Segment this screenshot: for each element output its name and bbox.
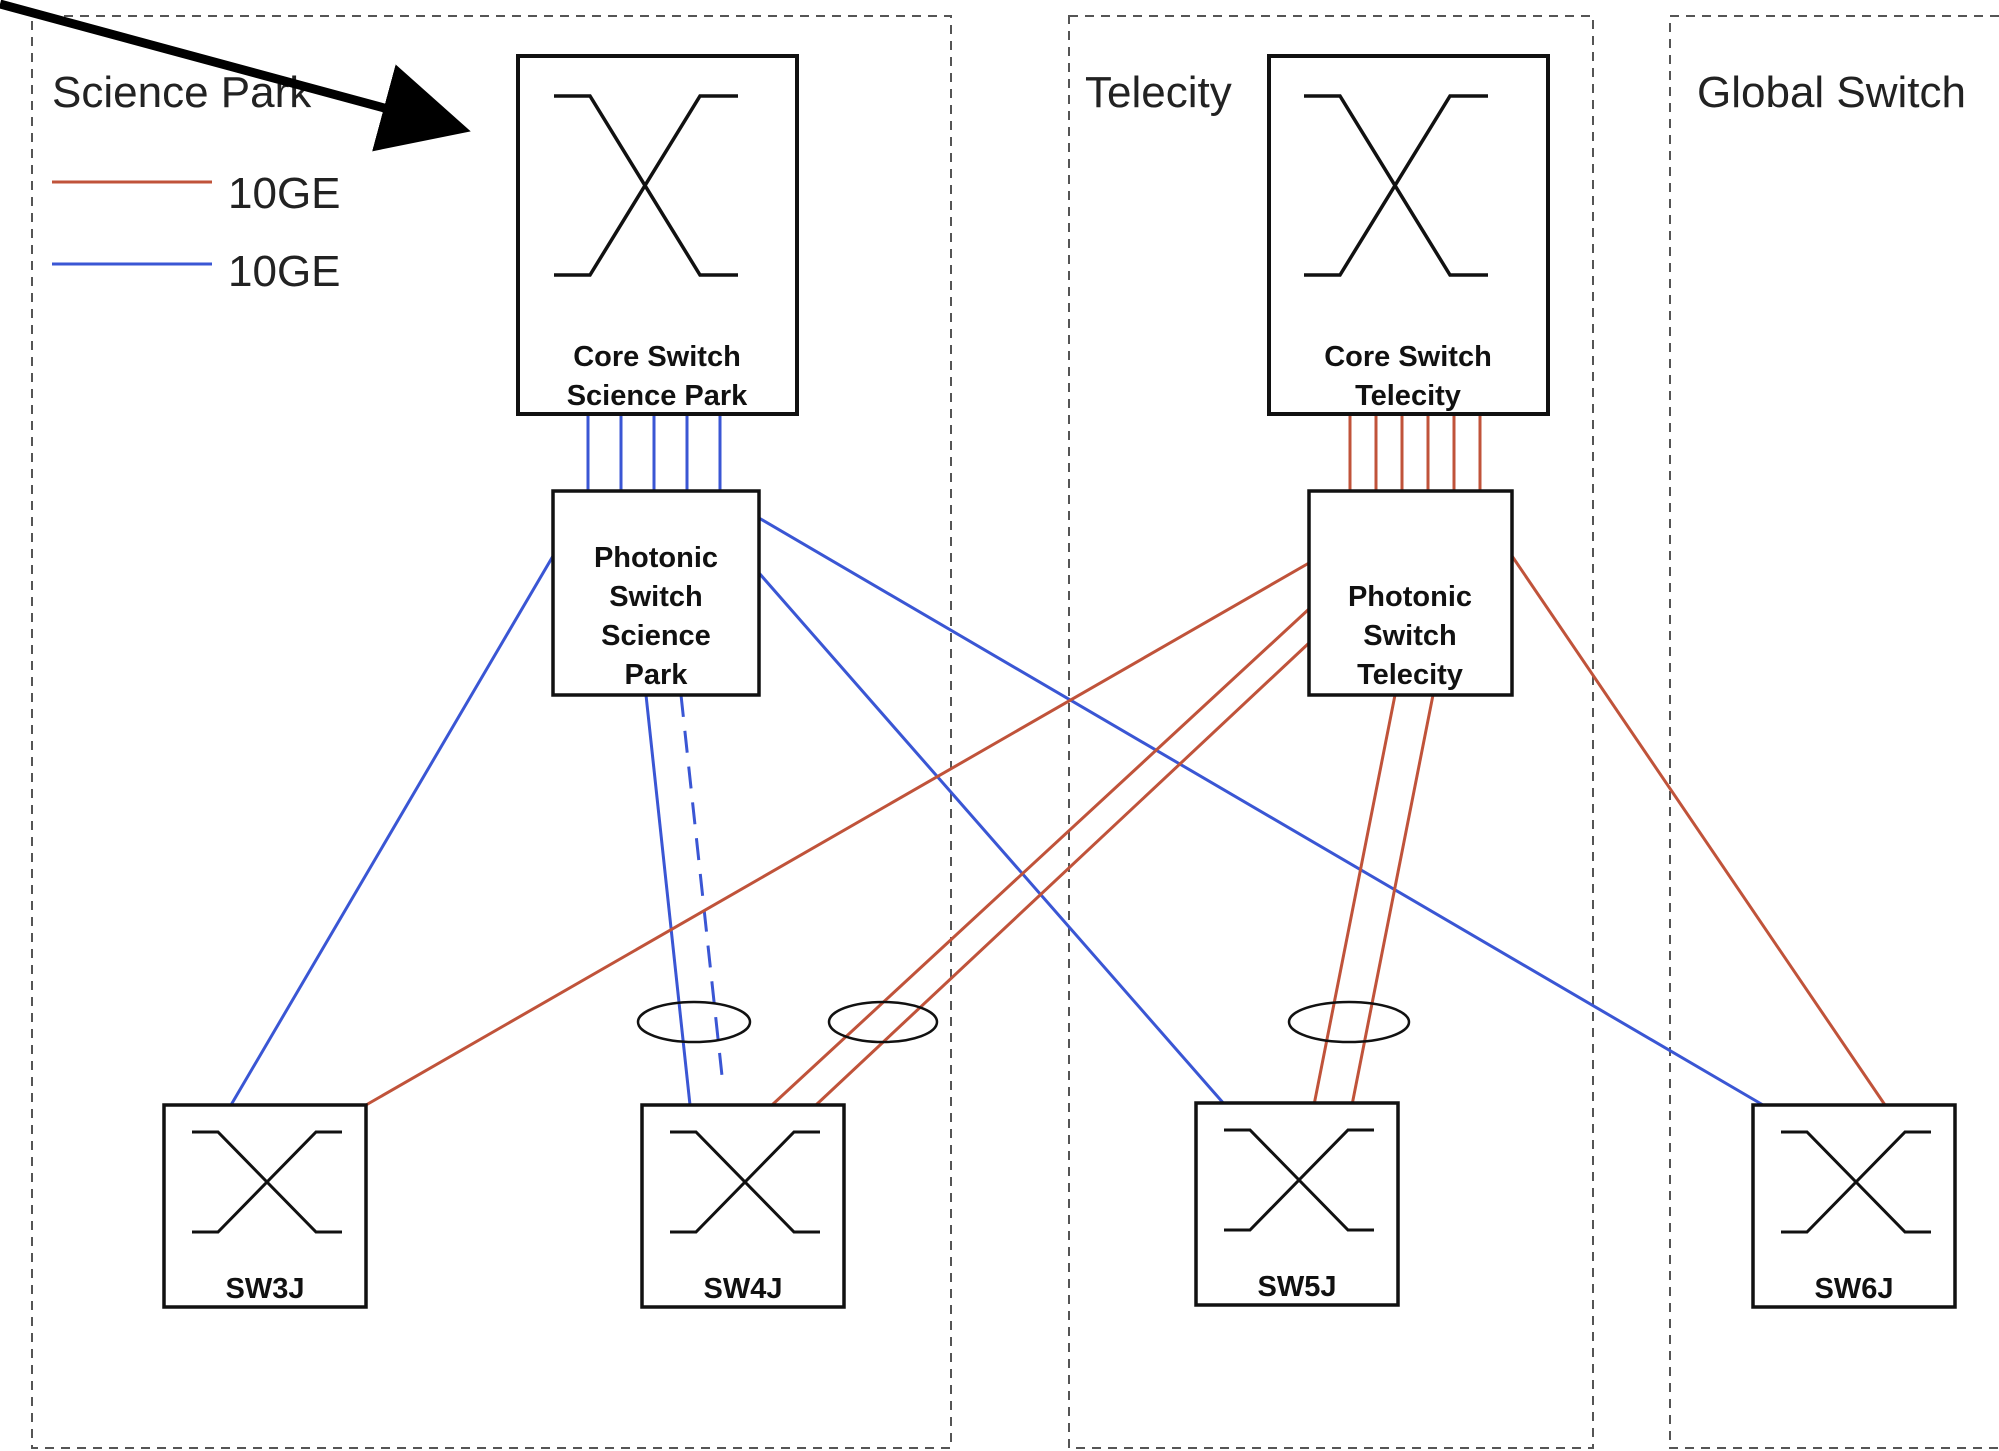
node-label-line2: Telecity [1355, 380, 1461, 412]
link-ptc-sw4j-b [814, 641, 1311, 1107]
link-ptc-sw6j [1510, 555, 1887, 1106]
link-ptc-sw4j-a [770, 607, 1311, 1107]
link-ptc-sw3j [365, 561, 1310, 1107]
legend: 10GE 10GE [52, 169, 341, 296]
photonic-switch-telecity[interactable]: Photonic Switch Telecity [1307, 489, 1514, 697]
node-label-line3: Telecity [1357, 659, 1463, 691]
red-links [365, 414, 1887, 1107]
zone-science-park: Science Park [31, 15, 952, 1449]
link-psp-sw5j [757, 572, 1227, 1106]
node-label: SW5J [1258, 1271, 1337, 1303]
link-psp-sw3j [229, 555, 555, 1106]
legend-label-blue: 10GE [228, 247, 341, 296]
link-ptc-sw5j-b [1350, 694, 1435, 1106]
switch-sw4j[interactable]: SW4J [640, 1103, 846, 1309]
lag-ellipse [827, 1000, 939, 1044]
switch-icon [1781, 1130, 1931, 1234]
blue-links [229, 414, 1764, 1107]
switch-sw5j[interactable]: SW5J [1194, 1101, 1400, 1307]
node-label: SW6J [1815, 1273, 1894, 1305]
node-label-line2: Switch [1363, 620, 1456, 652]
lag-markers [636, 1000, 1411, 1044]
switch-icon [670, 1130, 820, 1234]
switch-icon [192, 1130, 342, 1234]
node-label-line2: Science Park [567, 380, 748, 412]
lag-ellipse [1287, 1000, 1411, 1044]
zone-label-telecity: Telecity [1085, 68, 1232, 117]
zone-label-global-switch: Global Switch [1697, 68, 1966, 117]
node-label-line2: Switch [609, 581, 702, 613]
link-psp-sw4j-dashed [679, 694, 725, 1086]
switch-sw6j[interactable]: SW6J [1751, 1103, 1957, 1309]
legend-label-red: 10GE [228, 169, 341, 218]
node-label-line1: Photonic [1348, 581, 1472, 613]
switch-icon [1224, 1128, 1374, 1232]
pointer-arrow [0, 0, 471, 152]
switch-icon [1304, 94, 1488, 277]
switch-icon [554, 94, 738, 277]
node-label: SW3J [226, 1273, 305, 1305]
lag-ellipse [636, 1000, 752, 1044]
node-label-line3: Science [601, 620, 711, 652]
node-label-line4: Park [625, 659, 689, 691]
node-label-line1: Core Switch [1324, 341, 1492, 373]
switch-sw3j[interactable]: SW3J [162, 1103, 368, 1309]
core-switch-telecity[interactable]: Core Switch Telecity [1267, 54, 1550, 416]
link-psp-sw6j [758, 516, 1764, 1107]
node-label: SW4J [704, 1273, 783, 1305]
node-label-line1: Photonic [594, 542, 718, 574]
node-label-line1: Core Switch [573, 341, 741, 373]
zone-global-switch: Global Switch [1669, 15, 1999, 1449]
zone-telecity: Telecity [1068, 15, 1594, 1449]
link-psp-sw4j [644, 694, 692, 1106]
core-switch-science-park[interactable]: Core Switch Science Park [516, 54, 799, 416]
photonic-switch-science-park[interactable]: Photonic Switch Science Park [551, 489, 761, 697]
link-ptc-sw5j-a [1312, 694, 1397, 1106]
